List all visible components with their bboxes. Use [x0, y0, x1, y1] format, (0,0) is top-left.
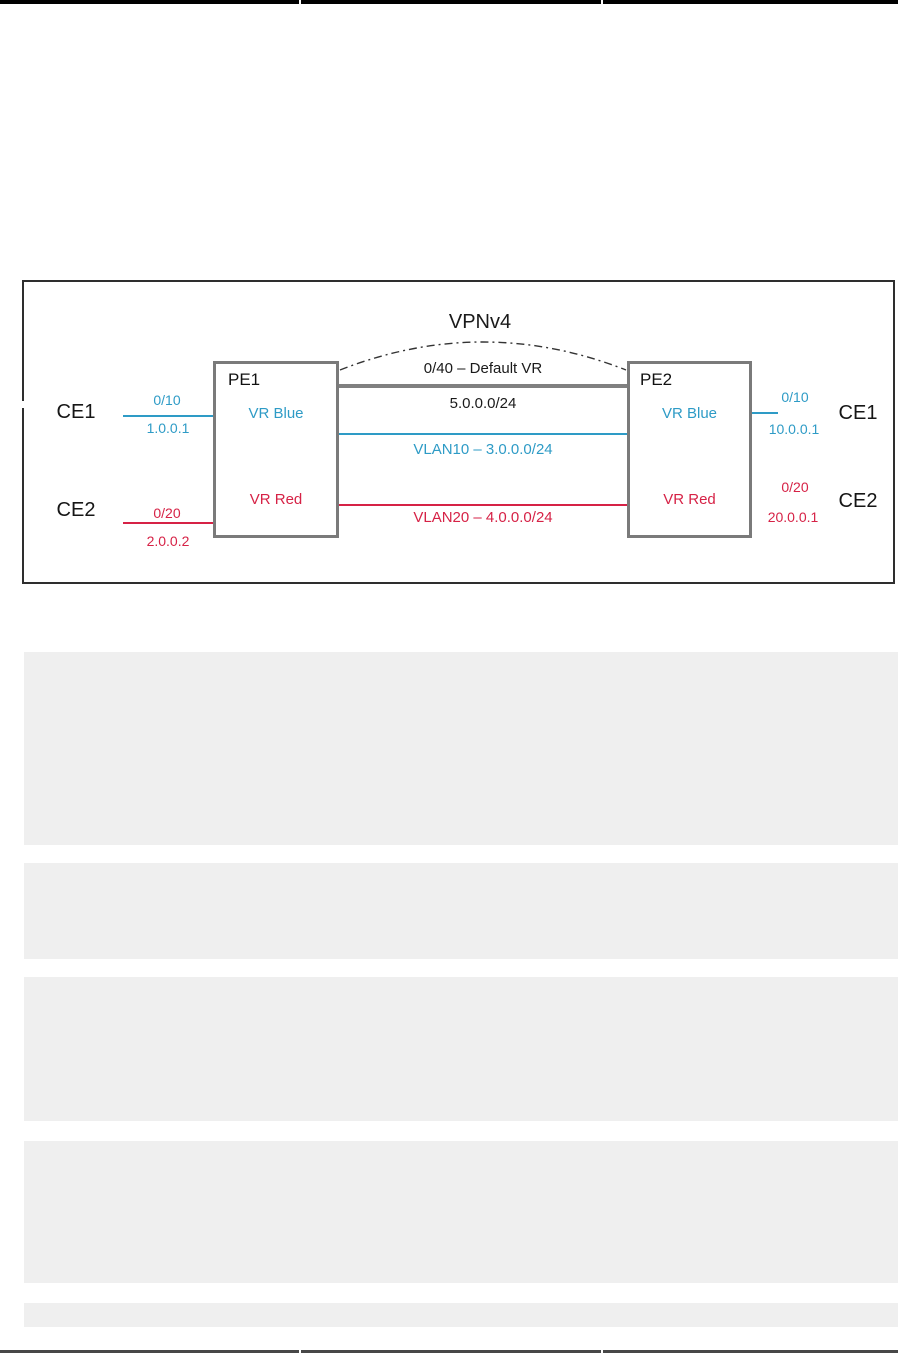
ce1-left-port-label: 0/10: [153, 392, 181, 408]
ce2-right-label: CE2: [838, 490, 878, 512]
ce1-left-link-line: [123, 415, 213, 417]
link-default-vr-subnet-label: 5.0.0.0/24: [449, 395, 517, 412]
pe1-box: PE1 VR Blue VR Red: [213, 361, 339, 538]
ce1-left-ip-label: 1.0.0.1: [146, 420, 190, 436]
ce1-right-label: CE1: [838, 402, 878, 424]
border-notch: [22, 401, 24, 408]
ce1-left-label: CE1: [56, 401, 96, 423]
pe1-vr-red-label: VR Red: [249, 491, 303, 508]
link-vlan20-label: VLAN20 – 4.0.0.0/24: [413, 509, 553, 526]
pe2-vr-red-label: VR Red: [663, 491, 716, 508]
network-diagram: VPNv4 PE1 VR Blue VR Red PE2 VR Blue VR …: [22, 280, 895, 584]
page-bottom-border-segment: [301, 1350, 601, 1353]
ce1-right-ip-label: 10.0.0.1: [768, 421, 820, 437]
code-block: [24, 652, 898, 845]
page-top-border-segment: [301, 0, 601, 4]
ce2-right-port-label: 0/20: [781, 479, 809, 495]
page-top-border-segment: [0, 0, 299, 4]
pe2-label: PE2: [640, 370, 673, 389]
ce2-right-ip-label: 20.0.0.1: [767, 509, 819, 525]
ce2-left-port-label: 0/20: [153, 505, 181, 521]
code-block: [24, 1141, 898, 1283]
page-bottom-border-segment: [603, 1350, 898, 1353]
pe2-box: PE2 VR Blue VR Red: [627, 361, 752, 538]
page-top-border-segment: [603, 0, 898, 4]
ce2-left-link-line: [123, 522, 213, 524]
link-vlan10-label: VLAN10 – 3.0.0.0/24: [413, 441, 553, 458]
pe1-label: PE1: [228, 370, 261, 389]
ce2-left-label: CE2: [56, 499, 96, 521]
link-default-vr-label: 0/40 – Default VR: [423, 360, 543, 377]
diagram-title: VPNv4: [448, 311, 512, 333]
link-default-vr-line: [339, 384, 627, 388]
pe2-vr-blue-label: VR Blue: [661, 405, 718, 422]
code-block: [24, 1303, 898, 1327]
code-block: [24, 977, 898, 1121]
ce2-left-ip-label: 2.0.0.2: [146, 533, 190, 549]
link-vlan10-line: [339, 433, 627, 435]
pe1-vr-blue-label: VR Blue: [248, 405, 304, 422]
ce1-right-port-label: 0/10: [781, 389, 809, 405]
page-bottom-border-segment: [0, 1350, 299, 1353]
ce1-right-link-line: [752, 412, 778, 414]
code-block: [24, 863, 898, 959]
link-vlan20-line: [339, 504, 627, 506]
